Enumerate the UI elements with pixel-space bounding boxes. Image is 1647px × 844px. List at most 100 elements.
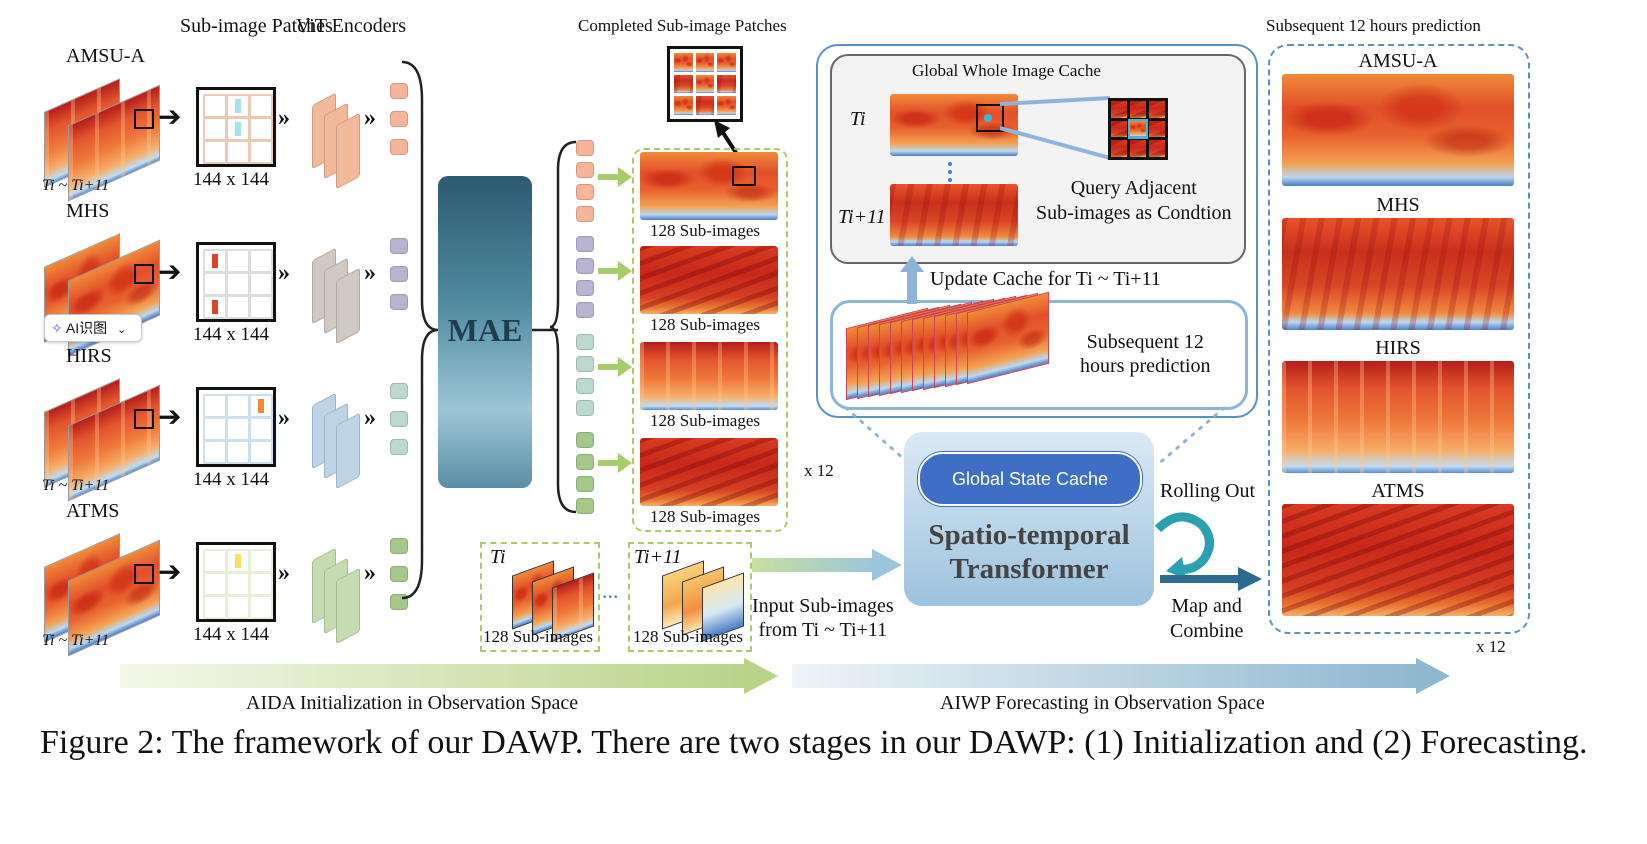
- left-brace: [401, 60, 439, 600]
- input-ti-count: 128 Sub-images: [483, 627, 594, 646]
- double-chevron-icon: »: [364, 105, 376, 131]
- patch-grid: [196, 387, 276, 467]
- green-arrowhead: [618, 167, 632, 187]
- prediction-sensor-label: AMSU-A: [1358, 50, 1438, 72]
- sensor-label: MHS: [66, 200, 110, 222]
- green-arrowhead: [618, 357, 632, 377]
- double-chevron-icon: »: [364, 560, 376, 586]
- double-chevron-icon: »: [278, 560, 290, 586]
- mae-token: [576, 432, 594, 448]
- patch-cell: [203, 117, 227, 141]
- cache-query-dot: [984, 114, 992, 122]
- sub-image-map: [640, 342, 778, 410]
- sensor-label: AMSU-A: [66, 45, 145, 67]
- patch-size-label: 144 x 144: [193, 469, 269, 490]
- encoder-token: [390, 111, 408, 127]
- sensor-time-range: Ti ~ Ti+11: [42, 632, 110, 649]
- encoder-token: [390, 266, 408, 282]
- stage1-arrow: [120, 658, 778, 694]
- patch-cell: [203, 595, 227, 619]
- input-ti11-box: [628, 542, 752, 652]
- sensor-time-range: Ti ~ Ti+11: [42, 177, 110, 194]
- completed-title: Completed Sub-image Patches: [578, 16, 787, 35]
- sensor-crop-box: [134, 109, 154, 129]
- mae-token: [576, 140, 594, 156]
- patch-grid: [196, 242, 276, 322]
- encoder-token: [390, 566, 408, 582]
- double-chevron-icon: »: [278, 260, 290, 286]
- mae-token: [576, 378, 594, 394]
- patch-cell: [203, 417, 227, 441]
- chevron-down-icon: ⌄: [116, 324, 127, 336]
- encoder-token: [390, 383, 408, 399]
- prediction-map: [1282, 504, 1514, 616]
- patch-cell: [226, 572, 250, 596]
- encoder-token: [390, 294, 408, 310]
- encoder-token: [390, 411, 408, 427]
- global-state-cache: Global State Cache: [918, 452, 1142, 506]
- input-to-transformer-arrow: [752, 549, 902, 581]
- ai-button-label: AI识图: [65, 320, 108, 336]
- patch-cell: [249, 117, 273, 141]
- green-arrow: [598, 268, 620, 274]
- mae-token: [576, 236, 594, 252]
- encoder-token: [390, 83, 408, 99]
- patch-cell: [249, 595, 273, 619]
- patch-cell: [226, 272, 250, 296]
- right-title: Subsequent 12 hours prediction: [1266, 16, 1481, 35]
- mae-token: [576, 498, 594, 514]
- vit-encoder-layer: [336, 112, 360, 190]
- patch-cell: [249, 572, 273, 596]
- subsequent-12-label: Subsequent 12 hours prediction: [1080, 331, 1211, 377]
- cache-query-box: [976, 104, 1004, 132]
- patch-cell: [203, 249, 227, 273]
- patch-cell: [249, 140, 273, 164]
- sub-image-map: [640, 438, 778, 506]
- patch-cell: [203, 572, 227, 596]
- patch-cell: [226, 94, 250, 118]
- sensor-crop-box: [134, 409, 154, 429]
- selected-patch-marker: [732, 166, 756, 186]
- patch-cell: [226, 549, 250, 573]
- input-subimages-label: Input Sub-images from Ti ~ Ti+11: [752, 595, 894, 641]
- sub-image-map: [640, 152, 778, 220]
- vit-encoder-layer: [336, 567, 360, 645]
- patch-cell: [249, 394, 273, 418]
- rolling-out-label: Rolling Out: [1160, 480, 1256, 502]
- right-arrow-icon: ➔: [158, 102, 182, 133]
- patch-cell: [203, 394, 227, 418]
- mae-token: [576, 280, 594, 296]
- mae-token: [576, 334, 594, 350]
- stage2-label: AIWP Forecasting in Observation Space: [940, 692, 1265, 714]
- prediction-map: [1282, 361, 1514, 473]
- sub-image-count: 128 Sub-images: [650, 315, 761, 334]
- rolling-out-arrow: [1154, 512, 1214, 577]
- times-12-right: x 12: [1476, 637, 1506, 656]
- sparkle-icon: ✧: [51, 320, 63, 336]
- query-adjacent-label: Query Adjacent Sub-images as Condtion: [1036, 177, 1232, 224]
- prediction-sensor-label: ATMS: [1371, 480, 1425, 502]
- patch-cell: [249, 249, 273, 273]
- ai-image-button[interactable]: ✧ AI识图 ⌄: [44, 314, 142, 342]
- header-subimage-patches: Sub-image Patches: [180, 15, 333, 37]
- double-chevron-icon: »: [278, 405, 290, 431]
- sub-image-map: [640, 246, 778, 314]
- completed-patch-grid: [667, 46, 743, 122]
- patch-grid: [196, 87, 276, 167]
- patch-cell: [203, 94, 227, 118]
- cache-ti11-label: Ti+11: [838, 206, 886, 228]
- patch-cell: [203, 549, 227, 573]
- header-vit-encoders: ViT Encoders: [296, 15, 407, 37]
- right-arrow-icon: ➔: [158, 257, 182, 288]
- mae-block: MAE: [438, 176, 532, 488]
- encoder-token: [390, 538, 408, 554]
- patch-cell: [249, 94, 273, 118]
- mae-token: [576, 184, 594, 200]
- prediction-map: [1282, 74, 1514, 186]
- sub-image-count: 128 Sub-images: [650, 221, 761, 240]
- vit-encoder-layer: [336, 267, 360, 345]
- patch-cell: [249, 272, 273, 296]
- vit-encoder-layer: [336, 412, 360, 490]
- mae-token: [576, 476, 594, 492]
- prediction-sensor-label: MHS: [1376, 194, 1420, 216]
